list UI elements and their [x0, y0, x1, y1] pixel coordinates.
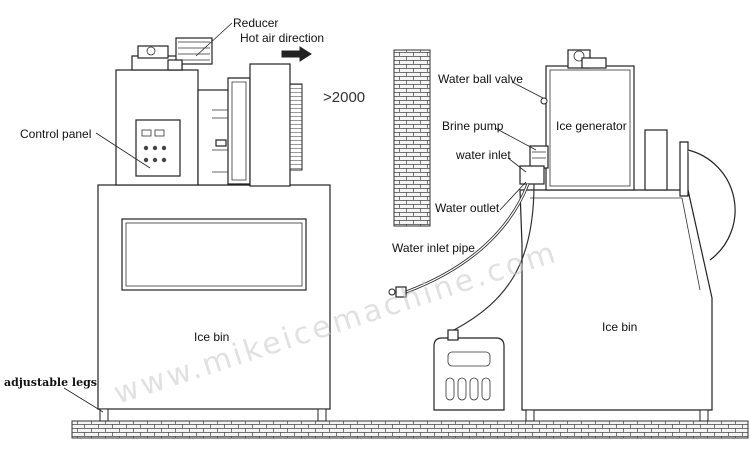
label-ice-bin-right: Ice bin: [602, 320, 637, 334]
hot-air-arrow: [281, 46, 312, 62]
label-hot-air-direction: Hot air direction: [240, 31, 324, 45]
ice-generator-unit: [545, 49, 635, 191]
label-control-panel: Control panel: [20, 127, 91, 141]
label-water-ball-valve: Water ball valve: [438, 72, 523, 86]
label-brine-pump: Brine pump: [442, 119, 504, 133]
leader-lines: [63, 22, 544, 413]
reducer-motor: [131, 37, 213, 71]
label-reducer: Reducer: [233, 16, 278, 30]
right-ice-bin: [519, 129, 736, 422]
floor: [71, 420, 749, 439]
control-panel: [135, 119, 181, 177]
water-inlet-pipe: [388, 183, 530, 298]
label-ice-generator: Ice generator: [556, 119, 627, 133]
label-distance: >2000: [323, 89, 365, 106]
label-water-inlet-pipe: Water inlet pipe: [392, 241, 475, 255]
brick-wall: [393, 49, 431, 227]
label-ice-bin-left: Ice bin: [194, 330, 229, 344]
label-water-outlet: Water outlet: [435, 201, 500, 215]
label-adjustable-legs: adjustable legs: [4, 376, 97, 389]
left-ice-bin: [97, 184, 331, 422]
label-water-inlet: water inlet: [455, 148, 511, 162]
water-outlet-hose: [453, 183, 535, 342]
brine-pump: [519, 145, 549, 185]
water-ball-valve: [540, 97, 548, 105]
water-tank: [433, 329, 505, 411]
condenser: [212, 63, 303, 187]
